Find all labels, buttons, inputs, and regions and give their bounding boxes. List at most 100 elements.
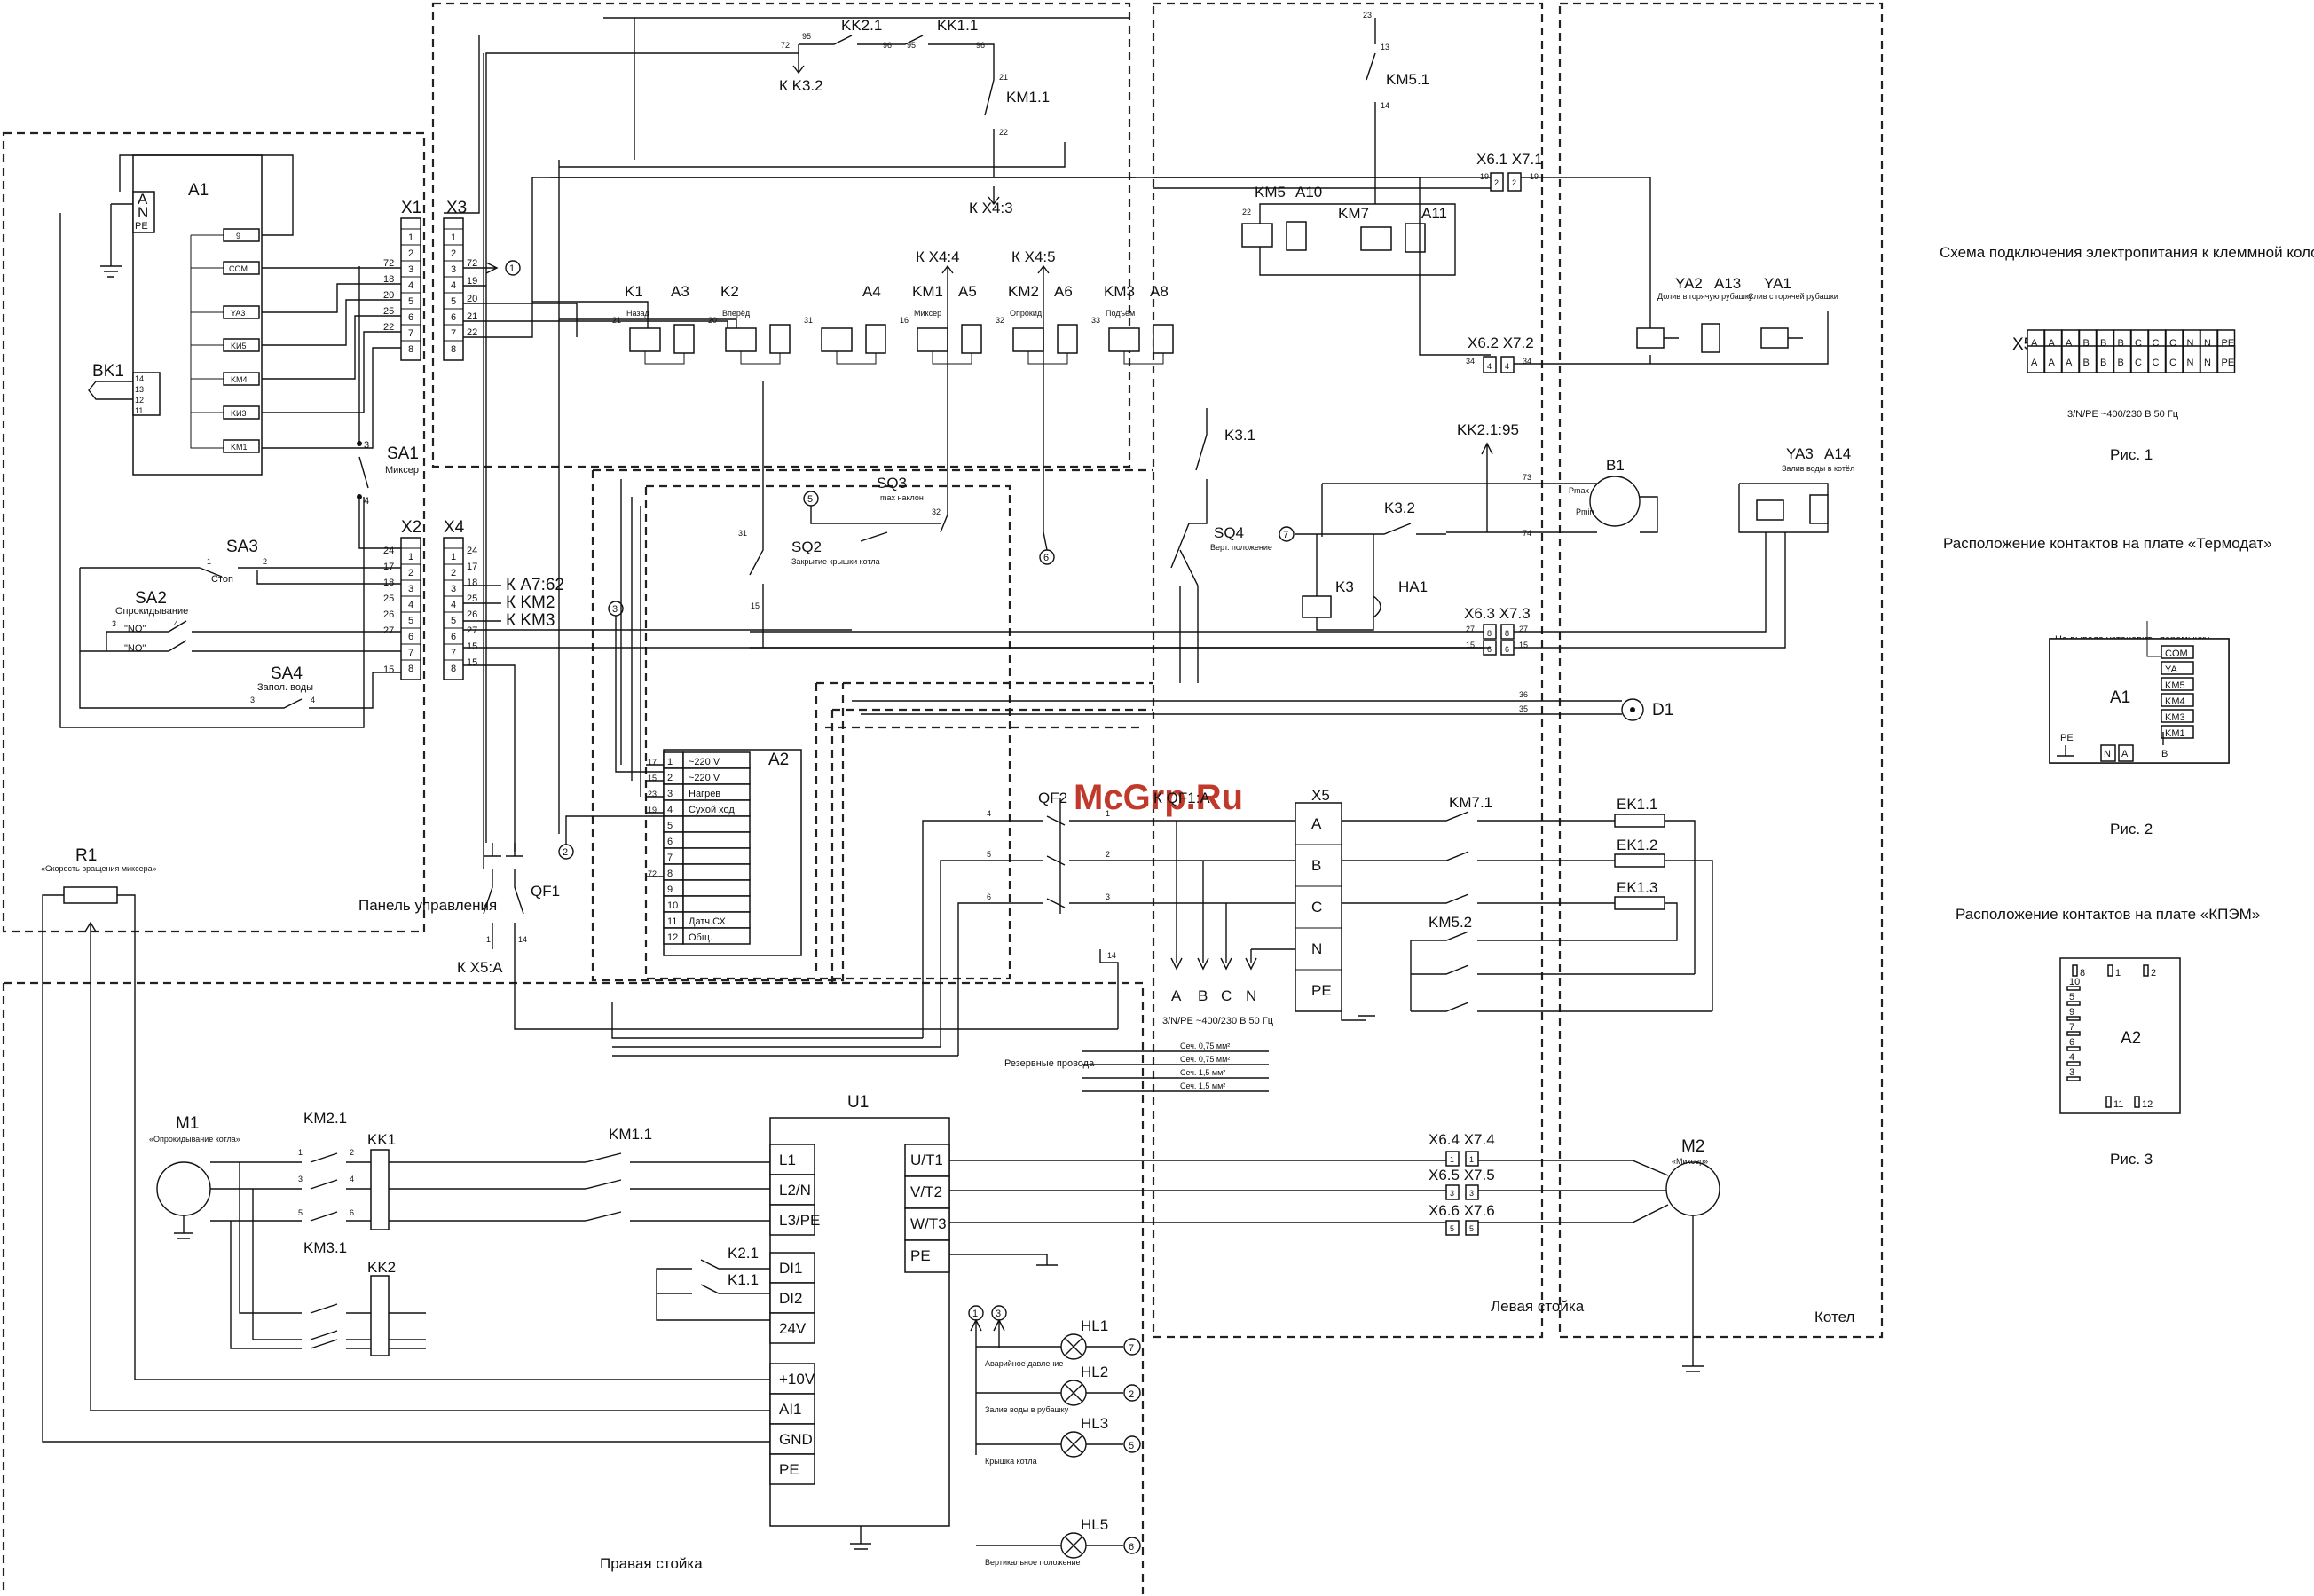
relay-a: A8 bbox=[1150, 283, 1169, 300]
u1-in-port bbox=[769, 1252, 815, 1284]
kk11-label: KK1.1 bbox=[937, 17, 978, 34]
relay-wire: 20 bbox=[708, 316, 717, 325]
fig3-pin: 12 bbox=[2142, 1099, 2153, 1110]
fig1-letter: C bbox=[2169, 358, 2176, 368]
x63-x73-label: X6.3 X7.3 bbox=[1464, 605, 1531, 622]
sa2-desc: Опрокидывание bbox=[115, 606, 188, 617]
lamp-desc: Вертикальное положение bbox=[985, 1558, 1081, 1567]
kk21-95: KK2.1:95 bbox=[1457, 421, 1519, 532]
heater-contactors: KM7.1 KM5.2 EK1.1 EK1.2 EK1.3 bbox=[1342, 794, 1713, 1012]
a2-pin: 2 bbox=[667, 773, 673, 783]
qf2-ref: К QF1:A bbox=[1153, 790, 1210, 806]
chain-num: 22 bbox=[999, 128, 1008, 137]
x4-wire: 27 bbox=[467, 625, 477, 636]
fig2-pin: KM3 bbox=[2165, 712, 2185, 723]
u1-in-label: DI1 bbox=[779, 1260, 802, 1277]
sa2-pin: 4 bbox=[174, 619, 178, 628]
sq3-wire: 32 bbox=[932, 507, 941, 516]
terminal-pin: 3 bbox=[408, 584, 413, 594]
terminal-pin: 3 bbox=[408, 264, 413, 275]
x2-label: X2 bbox=[401, 518, 421, 537]
x3-label: X3 bbox=[446, 199, 467, 217]
km31-label: KM3.1 bbox=[303, 1239, 347, 1256]
fig2-pin-box bbox=[2161, 693, 2194, 707]
supply-arrows: A B C N 3/N/PE ~400/230 В 50 Гц bbox=[1162, 821, 1295, 1026]
r1-desc: «Скорость вращения миксера» bbox=[41, 864, 157, 873]
lamp-label: HL1 bbox=[1081, 1317, 1108, 1334]
x61-num: 2 bbox=[1494, 178, 1499, 187]
u1-k11: K1.1 bbox=[728, 1271, 759, 1288]
panel-borders bbox=[2, 2, 1884, 1594]
relay-coil bbox=[725, 327, 757, 352]
lamp-target: 6 bbox=[1129, 1542, 1134, 1553]
chain-num: 96 bbox=[976, 41, 985, 50]
a2-pin: 6 bbox=[667, 837, 673, 847]
sa3-pin: 2 bbox=[263, 557, 267, 566]
x3-wire: 22 bbox=[467, 327, 477, 338]
terminal-pin: 8 bbox=[451, 664, 456, 674]
fig1-letter: A bbox=[2049, 358, 2056, 368]
fig3-pin-box bbox=[2066, 1046, 2081, 1051]
a1-pin: KИ3 bbox=[231, 409, 246, 418]
node-5: 5 bbox=[807, 494, 813, 505]
relay-coil bbox=[917, 327, 948, 352]
terminal-pin: 2 bbox=[451, 248, 456, 259]
fig3-pin: 6 bbox=[2069, 1037, 2074, 1048]
x3-wire: 21 bbox=[467, 311, 477, 322]
lamp-desc: Аварийное давление bbox=[985, 1359, 1063, 1368]
lamp-target: 5 bbox=[1129, 1441, 1134, 1451]
terminal-pin: 8 bbox=[408, 664, 413, 674]
fig2-pin: YA bbox=[2165, 664, 2178, 675]
relay-a: A5 bbox=[958, 283, 977, 300]
fig1-letter: A bbox=[2031, 338, 2038, 349]
a2-pin-text: Датч.СХ bbox=[689, 916, 726, 927]
terminal-pin: 4 bbox=[451, 600, 456, 610]
x62-num: 34 bbox=[1466, 357, 1475, 366]
d1-label: D1 bbox=[1652, 701, 1673, 719]
relay-wire-path bbox=[836, 351, 877, 365]
sq4-desc: Верт. положение bbox=[1210, 543, 1272, 552]
u1-in-label: +10V bbox=[779, 1371, 815, 1388]
x63-num: 15 bbox=[1519, 641, 1528, 649]
ya3-group: YA3 A14 Залив воды в котёл bbox=[1738, 445, 1854, 533]
relay-row bbox=[532, 142, 1136, 328]
x63-num: 8 bbox=[1487, 629, 1492, 638]
x64-num: 1 bbox=[1469, 1155, 1474, 1164]
fig1-letter: A bbox=[2031, 358, 2038, 368]
k32: K3.2 bbox=[1295, 499, 1446, 535]
fig2-bottom: A bbox=[2121, 749, 2129, 759]
fig1-letter: N bbox=[2204, 358, 2211, 368]
fig2-pe: PE bbox=[2060, 733, 2074, 743]
lamp-target: 2 bbox=[1129, 1389, 1134, 1400]
relay-module bbox=[961, 324, 982, 354]
fig2-pin-box bbox=[2161, 661, 2194, 675]
u1-in-label: AI1 bbox=[779, 1401, 802, 1418]
km52-label: KM5.2 bbox=[1429, 914, 1472, 931]
panel-label-boiler: Котел bbox=[1814, 1309, 1854, 1325]
fig2-pin-box bbox=[2161, 677, 2194, 691]
u1-in-label: PE bbox=[779, 1461, 799, 1478]
sa2-pin: 3 bbox=[112, 619, 116, 628]
terminal-pin: 2 bbox=[451, 568, 456, 578]
ya2-desc: Долив в горячую рубашку bbox=[1657, 292, 1753, 301]
a1-port-a: A bbox=[138, 191, 148, 208]
x63-num: 6 bbox=[1505, 645, 1509, 654]
u1-out-port bbox=[904, 1207, 950, 1241]
k-x45-label: К X4:5 bbox=[1011, 248, 1056, 265]
sq3-desc: max наклон bbox=[880, 493, 924, 502]
fig3: Расположение контактов на плате «КПЭМ» 8… bbox=[1956, 906, 2260, 1168]
x3-wire: 19 bbox=[467, 276, 477, 287]
m1: M1 «Опрокидывание котла» bbox=[149, 1114, 240, 1239]
a2-pin-text: Общ. bbox=[689, 932, 712, 943]
fig3-pin-box bbox=[2066, 1001, 2081, 1006]
terminal-pin: 1 bbox=[408, 552, 413, 562]
u1-in-port bbox=[769, 1453, 815, 1485]
reserve-item: Сеч. 1,5 мм² bbox=[1180, 1081, 1225, 1090]
fig1: Схема подключения электропитания к клемм… bbox=[1940, 244, 2314, 463]
b1-wire: 73 bbox=[1523, 473, 1531, 482]
fig1-note: 3/N/PE ~400/230 В 50 Гц bbox=[2067, 409, 2179, 420]
a2-text-box bbox=[682, 815, 751, 833]
terminal-pin: 1 bbox=[451, 552, 456, 562]
